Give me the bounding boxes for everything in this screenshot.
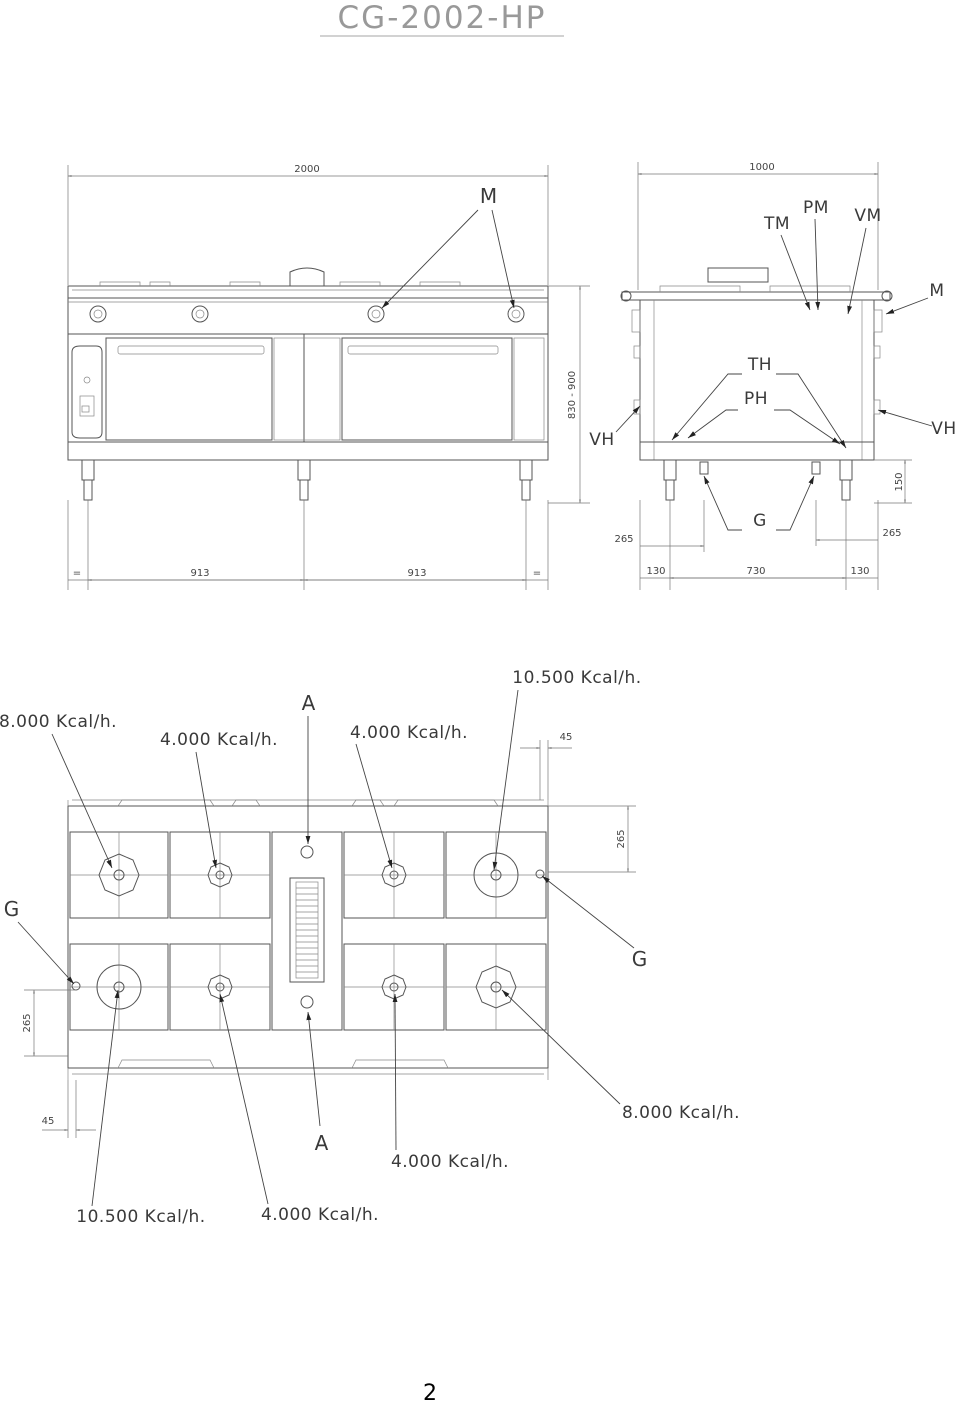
center-drain-strip xyxy=(271,831,343,1031)
side-label-pm: PM xyxy=(803,198,829,218)
top-view: 45 265 265 45 8.000 Kcal/h. 4.000 Kcal/h… xyxy=(0,668,740,1227)
side-dim-150: 150 xyxy=(894,472,905,491)
label-g-right: G xyxy=(632,947,649,971)
knob-4 xyxy=(507,305,525,323)
burner-bottom-4 xyxy=(475,965,517,1009)
grate-top-1 xyxy=(69,831,169,919)
side-label-m: M xyxy=(929,281,944,301)
label-g-left: G xyxy=(4,897,21,921)
top-dim-45-bottom: 45 xyxy=(42,1116,55,1127)
label-10500-top: 10.500 Kcal/h. xyxy=(512,668,641,688)
side-dim-130-left: 130 xyxy=(646,566,665,577)
grate-bottom-4 xyxy=(445,943,547,1031)
label-4000-top-mid: 4.000 Kcal/h. xyxy=(350,723,468,743)
side-dim-730: 730 xyxy=(746,566,765,577)
side-label-tm: TM xyxy=(763,214,790,234)
burner-top-2 xyxy=(207,862,233,888)
top-dim-45-top: 45 xyxy=(560,732,573,743)
top-dim-265-right: 265 xyxy=(616,829,627,848)
front-split-right-eq: = xyxy=(533,568,541,579)
side-dim-265-right: 265 xyxy=(882,528,901,539)
side-label-ph: PH xyxy=(744,389,768,409)
grate-bottom-1 xyxy=(69,943,169,1031)
front-split-913-left: 913 xyxy=(190,568,209,579)
knob-1 xyxy=(89,305,107,323)
label-4000-top-left: 4.000 Kcal/h. xyxy=(160,730,278,750)
grate-bottom-2 xyxy=(169,943,271,1031)
label-10500-bottom: 10.500 Kcal/h. xyxy=(76,1207,205,1227)
knob-2 xyxy=(191,305,209,323)
side-label-g: G xyxy=(753,511,767,531)
side-view: 1000 150 265 xyxy=(589,162,956,590)
knob-3 xyxy=(367,305,385,323)
front-split-left-eq: = xyxy=(73,568,81,579)
grate-top-2 xyxy=(169,831,271,919)
front-split-913-right: 913 xyxy=(407,568,426,579)
top-dim-265-left: 265 xyxy=(22,1013,33,1032)
label-8000-top: 8.000 Kcal/h. xyxy=(0,712,117,732)
label-4000-bottom-left: 4.000 Kcal/h. xyxy=(261,1205,379,1225)
side-label-vh-right: VH xyxy=(931,419,956,439)
side-label-vh-left: VH xyxy=(589,430,614,450)
label-8000-bottom: 8.000 Kcal/h. xyxy=(622,1103,740,1123)
front-view: 2000 xyxy=(67,164,590,590)
burner-top-1 xyxy=(98,853,140,897)
page-number: 2 xyxy=(423,1381,437,1401)
front-width-dimension: 2000 xyxy=(294,164,319,175)
side-depth-dimension: 1000 xyxy=(749,162,774,173)
grate-bottom-3 xyxy=(343,943,445,1031)
burner-top-3 xyxy=(381,862,407,888)
side-label-th: TH xyxy=(747,355,772,375)
front-label-m: M xyxy=(480,184,498,208)
side-dim-130-right: 130 xyxy=(850,566,869,577)
side-label-vm: VM xyxy=(854,206,881,226)
drawing-title: CG-2002-HP xyxy=(338,0,547,36)
grate-top-4 xyxy=(445,831,547,919)
grate-top-3 xyxy=(343,831,445,919)
front-height-dimension: 830 - 900 xyxy=(567,371,578,419)
side-dim-265-left: 265 xyxy=(614,534,633,545)
label-4000-bottom-mid: 4.000 Kcal/h. xyxy=(391,1152,509,1172)
label-a-bottom: A xyxy=(315,1131,330,1155)
label-a-top: A xyxy=(302,691,317,715)
